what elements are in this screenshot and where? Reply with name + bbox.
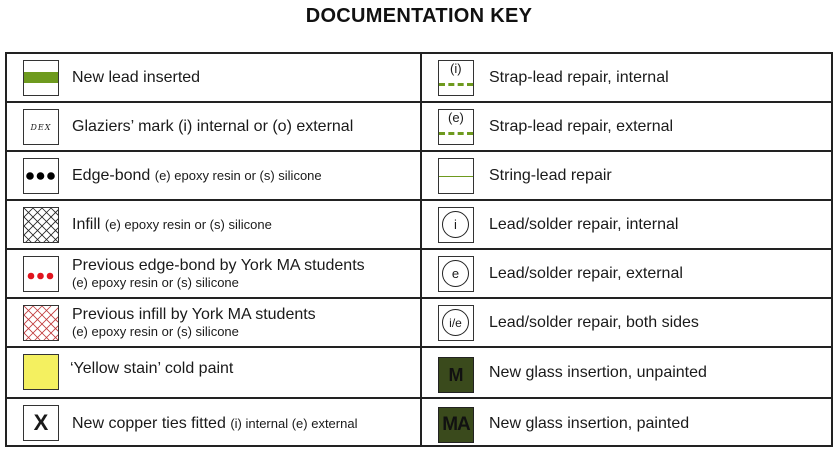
key-row-string-lead: String-lead repair [422,152,831,201]
strap-lead-external-icon: (e) [438,109,474,145]
key-label: Edge-bond [72,166,151,184]
key-label: Lead/solder repair, internal [489,215,679,233]
key-row-solder-internal: i Lead/solder repair, internal [422,201,831,250]
key-label: ‘Yellow stain’ cold paint [70,359,234,377]
key-label: New glass insertion, unpainted [489,363,707,381]
key-label: String-lead repair [489,166,612,184]
key-row-copper-ties: X New copper ties fitted (i) internal (e… [7,399,420,448]
key-row-infill: Infill (e) epoxy resin or (s) silicone [7,201,420,250]
key-label: Glaziers’ mark (i) internal or (o) exter… [72,117,354,135]
key-row-previous-edge-bond: Previous edge-bond by York MA students(e… [7,250,420,299]
key-row-solder-external: e Lead/solder repair, external [422,250,831,299]
x-mark-icon: X [23,405,59,441]
glass-ma-icon: MA [438,407,474,443]
right-column: (i) Strap-lead repair, internal (e) Stra… [422,54,831,445]
key-label: Lead/solder repair, both sides [489,313,699,331]
key-detail: (e) epoxy resin or (s) silicone [154,167,322,183]
key-detail: (i) internal (e) external [230,415,358,431]
key-row-previous-infill: Previous infill by York MA students(e) e… [7,299,420,348]
circled-i-icon: i [438,207,474,243]
yellow-swatch-icon [23,354,59,390]
red-dots-icon [23,256,59,292]
documentation-key-table: New lead inserted DEX Glaziers’ mark (i)… [5,52,833,447]
key-row-strap-external: (e) Strap-lead repair, external [422,103,831,152]
circled-ie-icon: i/e [438,305,474,341]
string-lead-icon [438,158,474,194]
key-label: New glass insertion, painted [489,414,690,432]
key-detail: (e) epoxy resin or (s) silicone [72,274,239,290]
key-detail: (e) epoxy resin or (s) silicone [104,216,272,232]
key-label: New lead inserted [72,68,201,86]
key-label: Strap-lead repair, external [489,117,674,135]
black-dots-icon [23,158,59,194]
key-label: Previous infill by York MA students [72,305,316,323]
left-column: New lead inserted DEX Glaziers’ mark (i)… [7,54,422,445]
red-crosshatch-icon [23,305,59,341]
key-detail: (e) epoxy resin or (s) silicone [72,323,239,339]
strap-lead-internal-icon: (i) [438,60,474,96]
key-label: Lead/solder repair, external [489,264,683,282]
glaziers-mark-icon: DEX [23,109,59,145]
key-row-strap-internal: (i) Strap-lead repair, internal [422,54,831,103]
circled-e-icon: e [438,256,474,292]
page-title: DOCUMENTATION KEY [305,5,533,27]
key-row-glass-unpainted: M New glass insertion, unpainted [422,348,831,399]
key-row-glass-painted: MA New glass insertion, painted [422,399,831,448]
key-row-glaziers-mark: DEX Glaziers’ mark (i) internal or (o) e… [7,103,420,152]
crosshatch-icon [23,207,59,243]
key-row-edge-bond: Edge-bond (e) epoxy resin or (s) silicon… [7,152,420,201]
key-row-yellow-stain: ‘Yellow stain’ cold paint [7,348,420,399]
new-lead-icon [23,60,59,96]
key-label: New copper ties fitted [72,414,226,432]
key-row-new-lead: New lead inserted [7,54,420,103]
key-label: Previous edge-bond by York MA students [72,256,365,274]
key-label: Strap-lead repair, internal [489,68,669,86]
key-label: Infill [72,215,101,233]
key-row-solder-both: i/e Lead/solder repair, both sides [422,299,831,348]
glass-m-icon: M [438,357,474,393]
